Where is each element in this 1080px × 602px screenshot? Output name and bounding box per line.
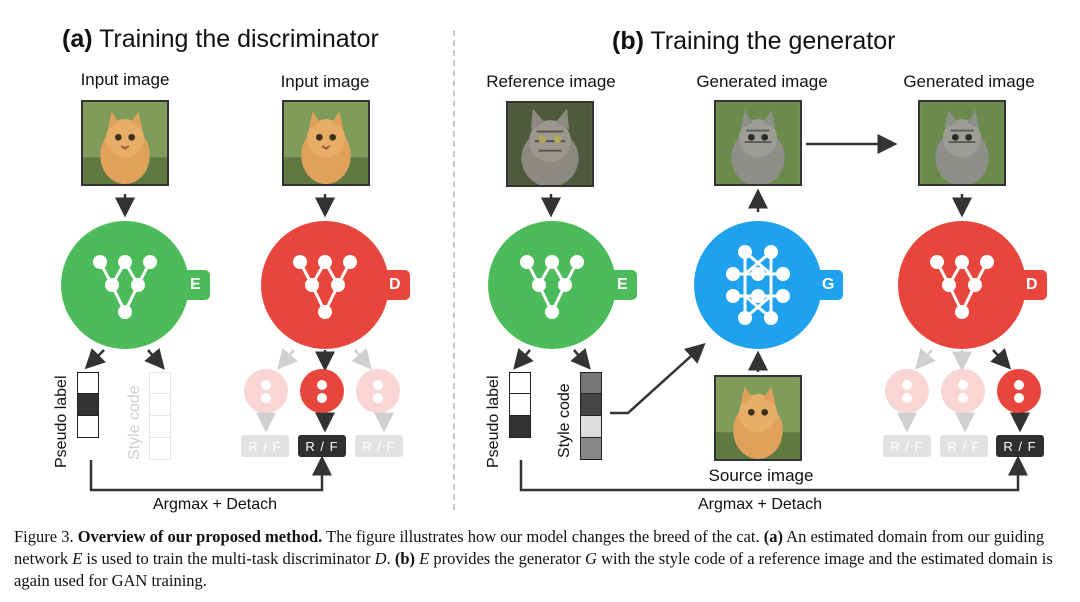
style-code-vector-b [580, 372, 602, 460]
style-code-text-a: Style code [126, 385, 143, 460]
disc-head-faded-3 [885, 369, 929, 413]
discriminator-letter-b: D [1026, 276, 1038, 293]
generated-image-label-1: Generated image [696, 72, 828, 91]
discriminator-network-a: D [260, 220, 420, 355]
pseudo-label-text-b: Pseudo label [485, 375, 502, 468]
disc-head-active [300, 369, 344, 413]
source-image-label: Source image [708, 466, 814, 485]
encoder-letter-b: E [617, 276, 628, 293]
figure-caption: Figure 3. Overview of our proposed metho… [14, 527, 1053, 590]
disc-head-active-b [997, 369, 1041, 413]
argmax-detach-label-b: Argmax + Detach [695, 496, 825, 514]
arrows-layer [84, 134, 1030, 492]
input-cat-photo-2 [282, 100, 370, 186]
rf-output-faded-3: R / F [883, 435, 931, 457]
pseudo-label-vector-b [509, 372, 531, 438]
rf-output-faded-2: R / F [355, 435, 403, 457]
disc-head-faded-4 [941, 369, 985, 413]
generated-cat-photo-2 [918, 100, 1006, 186]
figure: (a) Training the discriminator (b) Train… [53, 25, 1057, 514]
disc-head-faded-1 [244, 369, 288, 413]
argmax-detach-label-a: Argmax + Detach [150, 496, 280, 514]
encoder-letter-a: E [190, 276, 201, 293]
generator-network: G [693, 220, 853, 355]
input-cat-photo-1 [81, 100, 169, 186]
generated-cat-photo-1 [714, 100, 802, 186]
rf-output-active-b: R / F [996, 435, 1044, 457]
rf-output-active: R / F [298, 435, 346, 457]
rf-output-faded-4: R / F [940, 435, 988, 457]
panel-b-title: (b) Training the generator [612, 27, 896, 55]
encoder-network-b: E [487, 220, 647, 355]
panel-a-title: (a) Training the discriminator [62, 25, 379, 53]
disc-head-faded-2 [356, 369, 400, 413]
generated-image-label-2: Generated image [903, 72, 1035, 91]
generator-letter: G [822, 276, 835, 293]
discriminator-letter-a: D [389, 276, 401, 293]
reference-image-label: Reference image [486, 72, 616, 91]
panel-divider [453, 30, 455, 510]
pseudo-label-vector-a [77, 372, 99, 438]
input-image-label-2: Input image [280, 72, 370, 91]
source-cat-photo [714, 375, 802, 461]
discriminator-network-b: D [897, 220, 1057, 355]
style-code-text-b: Style code [556, 383, 573, 458]
rf-output-faded-1: R / F [241, 435, 289, 457]
reference-cat-photo [506, 101, 594, 187]
input-image-label-1: Input image [80, 70, 170, 89]
pseudo-label-text-a: Pseudo label [53, 375, 70, 468]
encoder-network-a: E [60, 220, 220, 355]
style-code-vector-a [149, 372, 171, 460]
